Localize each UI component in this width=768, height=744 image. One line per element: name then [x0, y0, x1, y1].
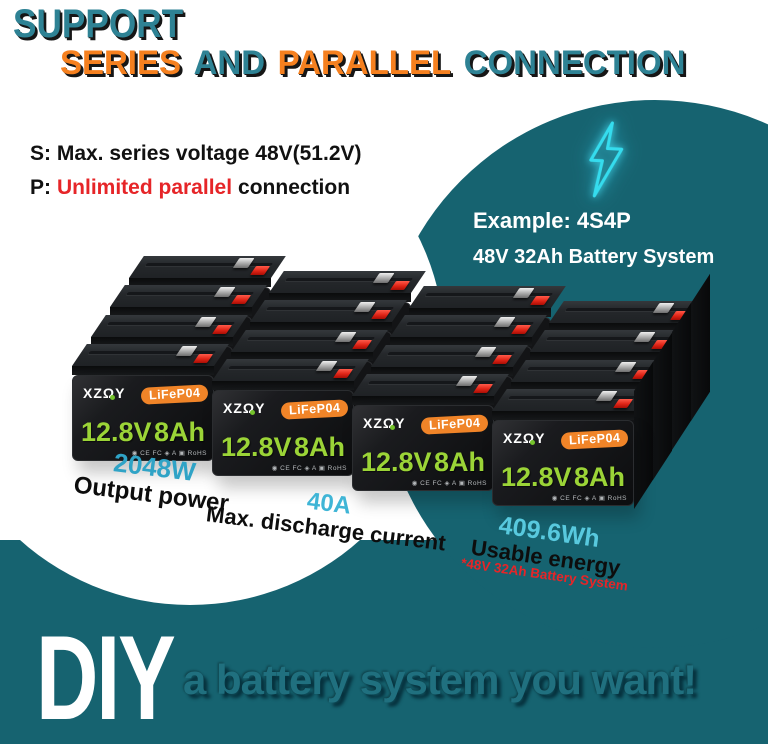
parallel-highlight: Unlimited parallel: [57, 176, 233, 199]
headline-connection-line: SERIES AND PARALLEL CONNECTION: [60, 44, 698, 83]
headline-series: SERIES: [60, 44, 181, 82]
headline-connection: CONNECTION: [463, 44, 686, 82]
example-system-label: 48V 32Ah Battery System: [473, 246, 715, 268]
lightning-icon: [589, 121, 624, 198]
example-config-label: Example: 4S4P: [473, 208, 631, 233]
parallel-rest: connection: [238, 176, 351, 199]
series-spec-line: S: Max. series voltage 48V(51.2V): [30, 142, 362, 165]
diy-headline: DIY: [36, 611, 176, 744]
footer-tagline: a battery system you want!: [183, 656, 697, 703]
headline-support: SUPPORT: [13, 2, 184, 46]
headline-and: AND: [193, 44, 266, 82]
parallel-prefix: P:: [30, 176, 51, 199]
headline-parallel: PARALLEL: [277, 44, 452, 82]
